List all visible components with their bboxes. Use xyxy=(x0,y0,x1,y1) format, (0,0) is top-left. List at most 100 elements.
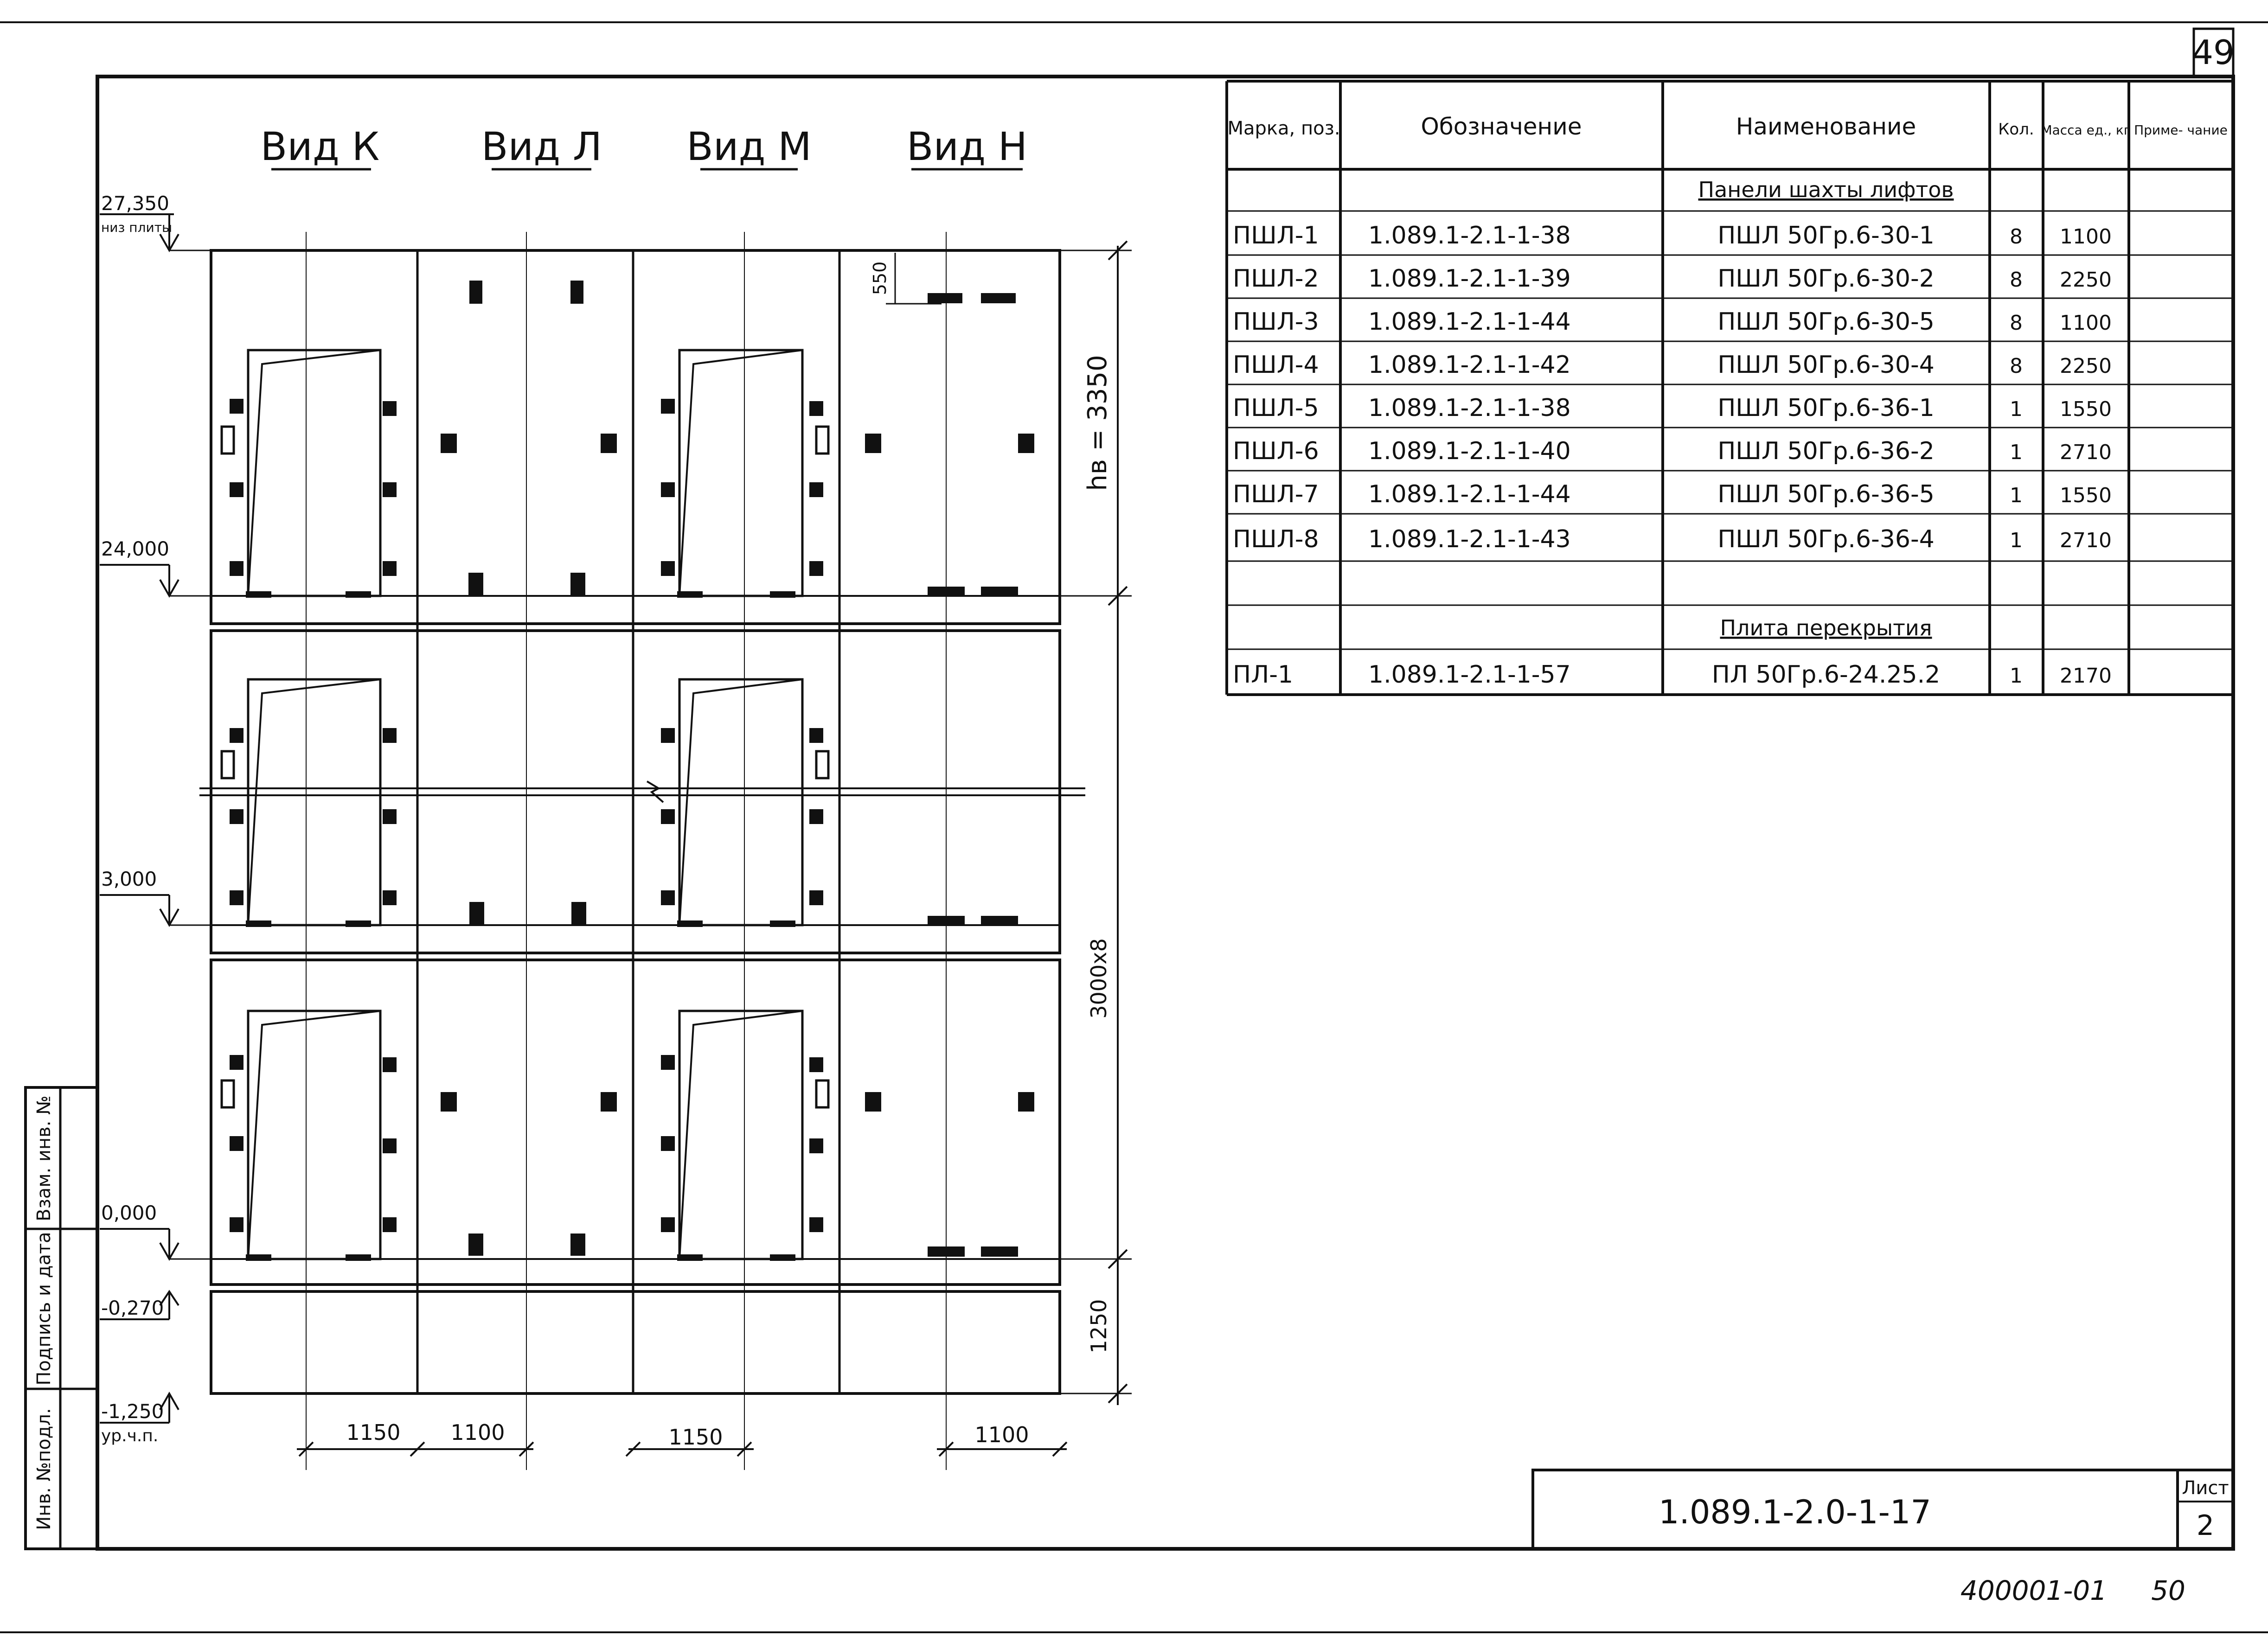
embedded-plate xyxy=(661,728,1018,927)
dimension-offset: 550 xyxy=(870,262,890,295)
drawing-frame xyxy=(0,21,2268,1633)
door-opening xyxy=(678,349,804,597)
level-marks: 27,350 низ плиты 24,000 3,000 0,000 xyxy=(100,192,211,1445)
stamp-inventory-label: Инв. №подл. xyxy=(33,1408,55,1530)
cell-qty: 8 xyxy=(2010,311,2023,335)
cell-name: ПШЛ 50Гр.6-30-5 xyxy=(1717,308,1935,336)
page-number: 49 xyxy=(2192,33,2235,72)
level-value: -1,250 xyxy=(101,1400,164,1423)
embedded-plates xyxy=(220,281,1034,1261)
header-qty: Кол. xyxy=(1998,120,2034,139)
embedded-plate xyxy=(865,293,1034,597)
level-mark: 0,000 xyxy=(100,1202,211,1261)
level-value: 3,000 xyxy=(101,868,157,890)
level-mark: 27,350 низ плиты xyxy=(100,192,211,253)
cell-name: ПШЛ 50Гр.6-30-2 xyxy=(1717,265,1935,293)
table-header: Марка, поз. Обозначение Наименование Кол… xyxy=(1227,113,2227,140)
embedded-plate xyxy=(220,399,397,598)
cell-designation: 1.089.1-2.1-1-44 xyxy=(1368,308,1571,336)
header-name: Наименование xyxy=(1736,113,1916,140)
dimension-bottom: 1100 xyxy=(974,1422,1029,1447)
cell-name: ПШЛ 50Гр.6-36-4 xyxy=(1717,525,1935,553)
cell-mass: 1550 xyxy=(2060,397,2112,421)
embedded-plate xyxy=(441,281,617,595)
cell-qty: 8 xyxy=(2010,225,2023,249)
cell-designation: 1.089.1-2.1-1-38 xyxy=(1368,394,1571,422)
cell-mass: 2710 xyxy=(2060,441,2112,464)
horizontal-dimensions: 1150 1100 1150 1100 xyxy=(297,1420,1068,1457)
document-code: 1.089.1-2.0-1-17 xyxy=(1659,1493,1931,1531)
level-note: низ плиты xyxy=(101,220,172,235)
sheet-label: Лист xyxy=(2182,1477,2229,1499)
cell-qty: 1 xyxy=(2010,529,2023,552)
cell-mark: ПШЛ-6 xyxy=(1233,437,1319,465)
sheet-number: 2 xyxy=(2197,1509,2214,1542)
cell-mark: ПШЛ-1 xyxy=(1233,222,1319,249)
view-titles: Вид К Вид Л Вид М Вид Н xyxy=(261,124,1027,171)
cell-name: ПШЛ 50Гр.6-36-2 xyxy=(1717,437,1935,465)
cell-name: ПШЛ 50Гр.6-30-4 xyxy=(1717,351,1935,379)
cell-qty: 8 xyxy=(2010,268,2023,292)
view-title-m: Вид М xyxy=(686,124,811,169)
cell-name: ПШЛ 50Гр.6-36-1 xyxy=(1717,394,1935,422)
cell-mark: ПШЛ-8 xyxy=(1233,525,1319,553)
level-mark: 3,000 xyxy=(100,868,211,927)
dimension-pit: 1250 xyxy=(1086,1299,1111,1353)
cell-mass: 2710 xyxy=(2060,529,2112,552)
embedded-plate xyxy=(661,1055,1034,1261)
cell-designation: 1.089.1-2.1-1-44 xyxy=(1368,480,1571,508)
cell-mass: 2250 xyxy=(2060,354,2112,378)
footer-page: 50 xyxy=(2151,1575,2185,1606)
cell-name: ПШЛ 50Гр.6-36-5 xyxy=(1717,480,1935,508)
dimension-bottom: 1100 xyxy=(450,1420,505,1445)
level-value: 0,000 xyxy=(101,1202,157,1224)
door-opening xyxy=(678,678,804,927)
cell-mark: ПШЛ-2 xyxy=(1233,265,1319,293)
title-block: 1.089.1-2.0-1-17 Лист 2 xyxy=(1531,1469,2235,1550)
dimension-hb: hв = 3350 xyxy=(1083,355,1113,491)
dimension-bottom: 1150 xyxy=(668,1425,723,1450)
cell-mark: ПШЛ-5 xyxy=(1233,394,1319,422)
level-value: 27,350 xyxy=(101,192,169,215)
door-opening xyxy=(247,1010,382,1260)
door-opening xyxy=(247,678,382,927)
cell-designation: 1.089.1-2.1-1-57 xyxy=(1368,661,1571,689)
level-mark: 24,000 xyxy=(100,537,211,598)
cell-qty: 1 xyxy=(2010,397,2023,421)
embedded-plate xyxy=(220,1055,617,1261)
view-title-k: Вид К xyxy=(261,124,380,169)
level-note: ур.ч.п. xyxy=(101,1426,158,1445)
cell-mark: ПШЛ-7 xyxy=(1233,480,1319,508)
cell-mark: ПШЛ-3 xyxy=(1233,308,1319,336)
section-title-panels: Панели шахты лифтов xyxy=(1698,177,1954,202)
cell-qty: 8 xyxy=(2010,354,2023,378)
header-mass: Масса ед., кг xyxy=(2041,122,2130,138)
stamp-replacement-label: Взам. инв. № xyxy=(33,1095,55,1221)
dimension-bottom: 1150 xyxy=(346,1420,400,1445)
cell-designation: 1.089.1-2.1-1-39 xyxy=(1368,265,1571,293)
stamp-signature-label: Подпись и дата xyxy=(33,1232,55,1385)
level-mark: -1,250 ур.ч.п. xyxy=(100,1391,179,1445)
cell-designation: 1.089.1-2.1-1-38 xyxy=(1368,222,1571,249)
door-opening xyxy=(247,349,382,597)
level-value: 24,000 xyxy=(101,537,169,560)
cell-mark: ПЛ-1 xyxy=(1233,661,1293,689)
vertical-dimensions: hв = 3350 3000х8 1250 550 xyxy=(870,240,1132,1405)
archive-number: 400001-01 xyxy=(1960,1575,2107,1606)
specification-table: Марка, поз. Обозначение Наименование Кол… xyxy=(1225,80,2235,696)
cell-qty: 1 xyxy=(2010,441,2023,464)
cell-designation: 1.089.1-2.1-1-43 xyxy=(1368,525,1571,553)
door-opening xyxy=(678,1010,804,1260)
cell-mass: 1100 xyxy=(2060,311,2112,335)
cell-name: ПЛ 50Гр.6-24.25.2 xyxy=(1712,661,1940,689)
embedded-plate xyxy=(220,728,586,927)
side-stamp: Инв. №подл. Подпись и дата Взам. инв. № xyxy=(24,1086,99,1550)
shaft-elevation xyxy=(199,232,1085,1470)
header-designation: Обозначение xyxy=(1421,113,1582,140)
header-mark: Марка, поз. xyxy=(1227,118,1340,139)
cell-qty: 1 xyxy=(2010,664,2023,688)
table-rows-slab: ПЛ-1 1.089.1-2.1-1-57 ПЛ 50Гр.6-24.25.2 1 21… xyxy=(1233,661,2112,689)
cell-mass: 2170 xyxy=(2060,664,2112,688)
